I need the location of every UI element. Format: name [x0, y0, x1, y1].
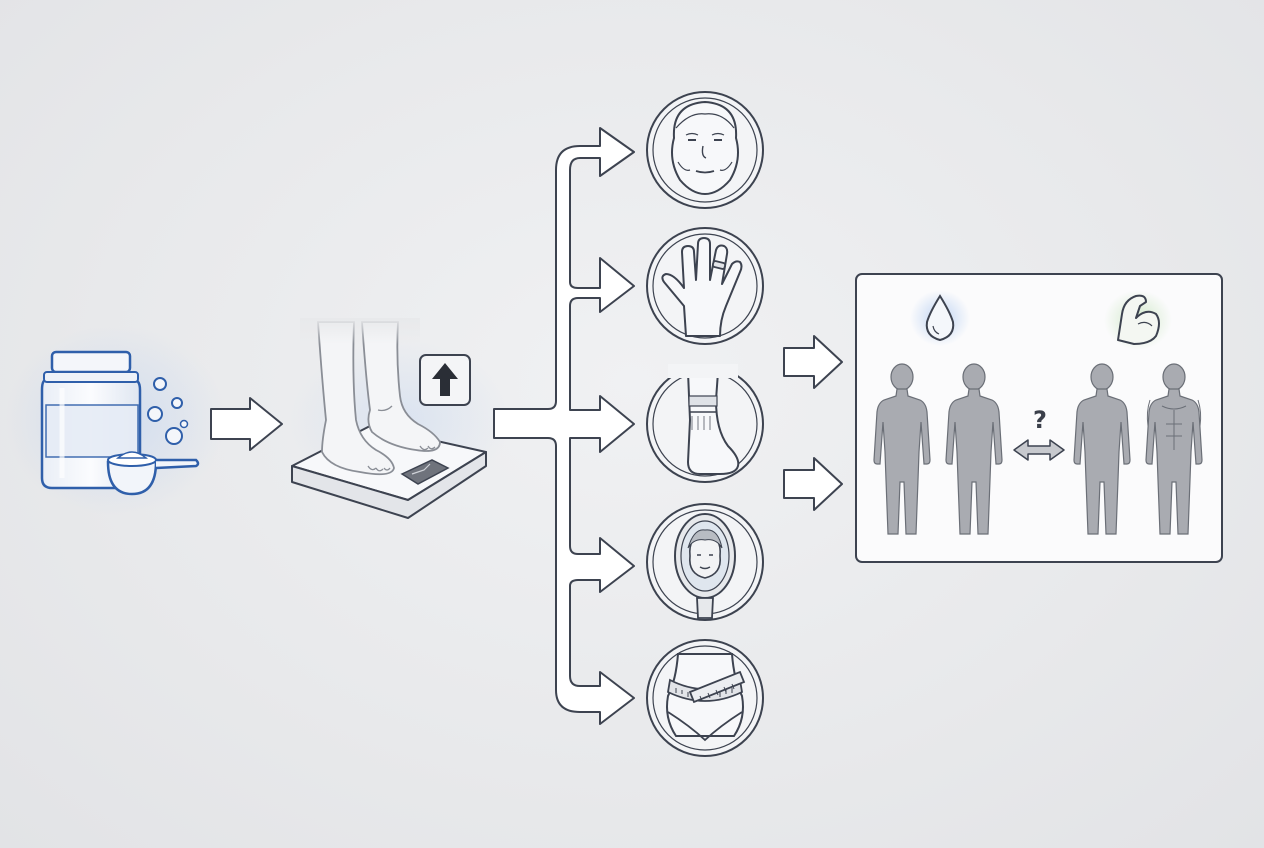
- swollen-hand-ring-icon: [646, 227, 764, 345]
- mirror-reflection-icon: [646, 503, 764, 621]
- branching-arrows: [493, 127, 635, 725]
- sock-mark-ankle-icon: [646, 364, 764, 483]
- water-drop-icon: [910, 290, 970, 346]
- puffy-face-icon: [646, 91, 764, 209]
- muscle-definition: [1146, 399, 1202, 450]
- double-arrow-icon: [1013, 439, 1065, 461]
- flexed-muscle-icon: [1104, 290, 1172, 350]
- supplement-tub-scoop-icon: [5, 325, 225, 515]
- comparison-panel: ?: [855, 273, 1223, 563]
- arrow-right-icon: [210, 397, 283, 451]
- feet-on-scale-icon: [290, 318, 510, 519]
- question-mark: ?: [1033, 406, 1047, 434]
- arrow-right-icon: [783, 335, 843, 389]
- arrow-right-icon: [783, 457, 843, 511]
- up-arrow-icon: [419, 354, 471, 406]
- measuring-tape-waist-icon: [646, 639, 764, 757]
